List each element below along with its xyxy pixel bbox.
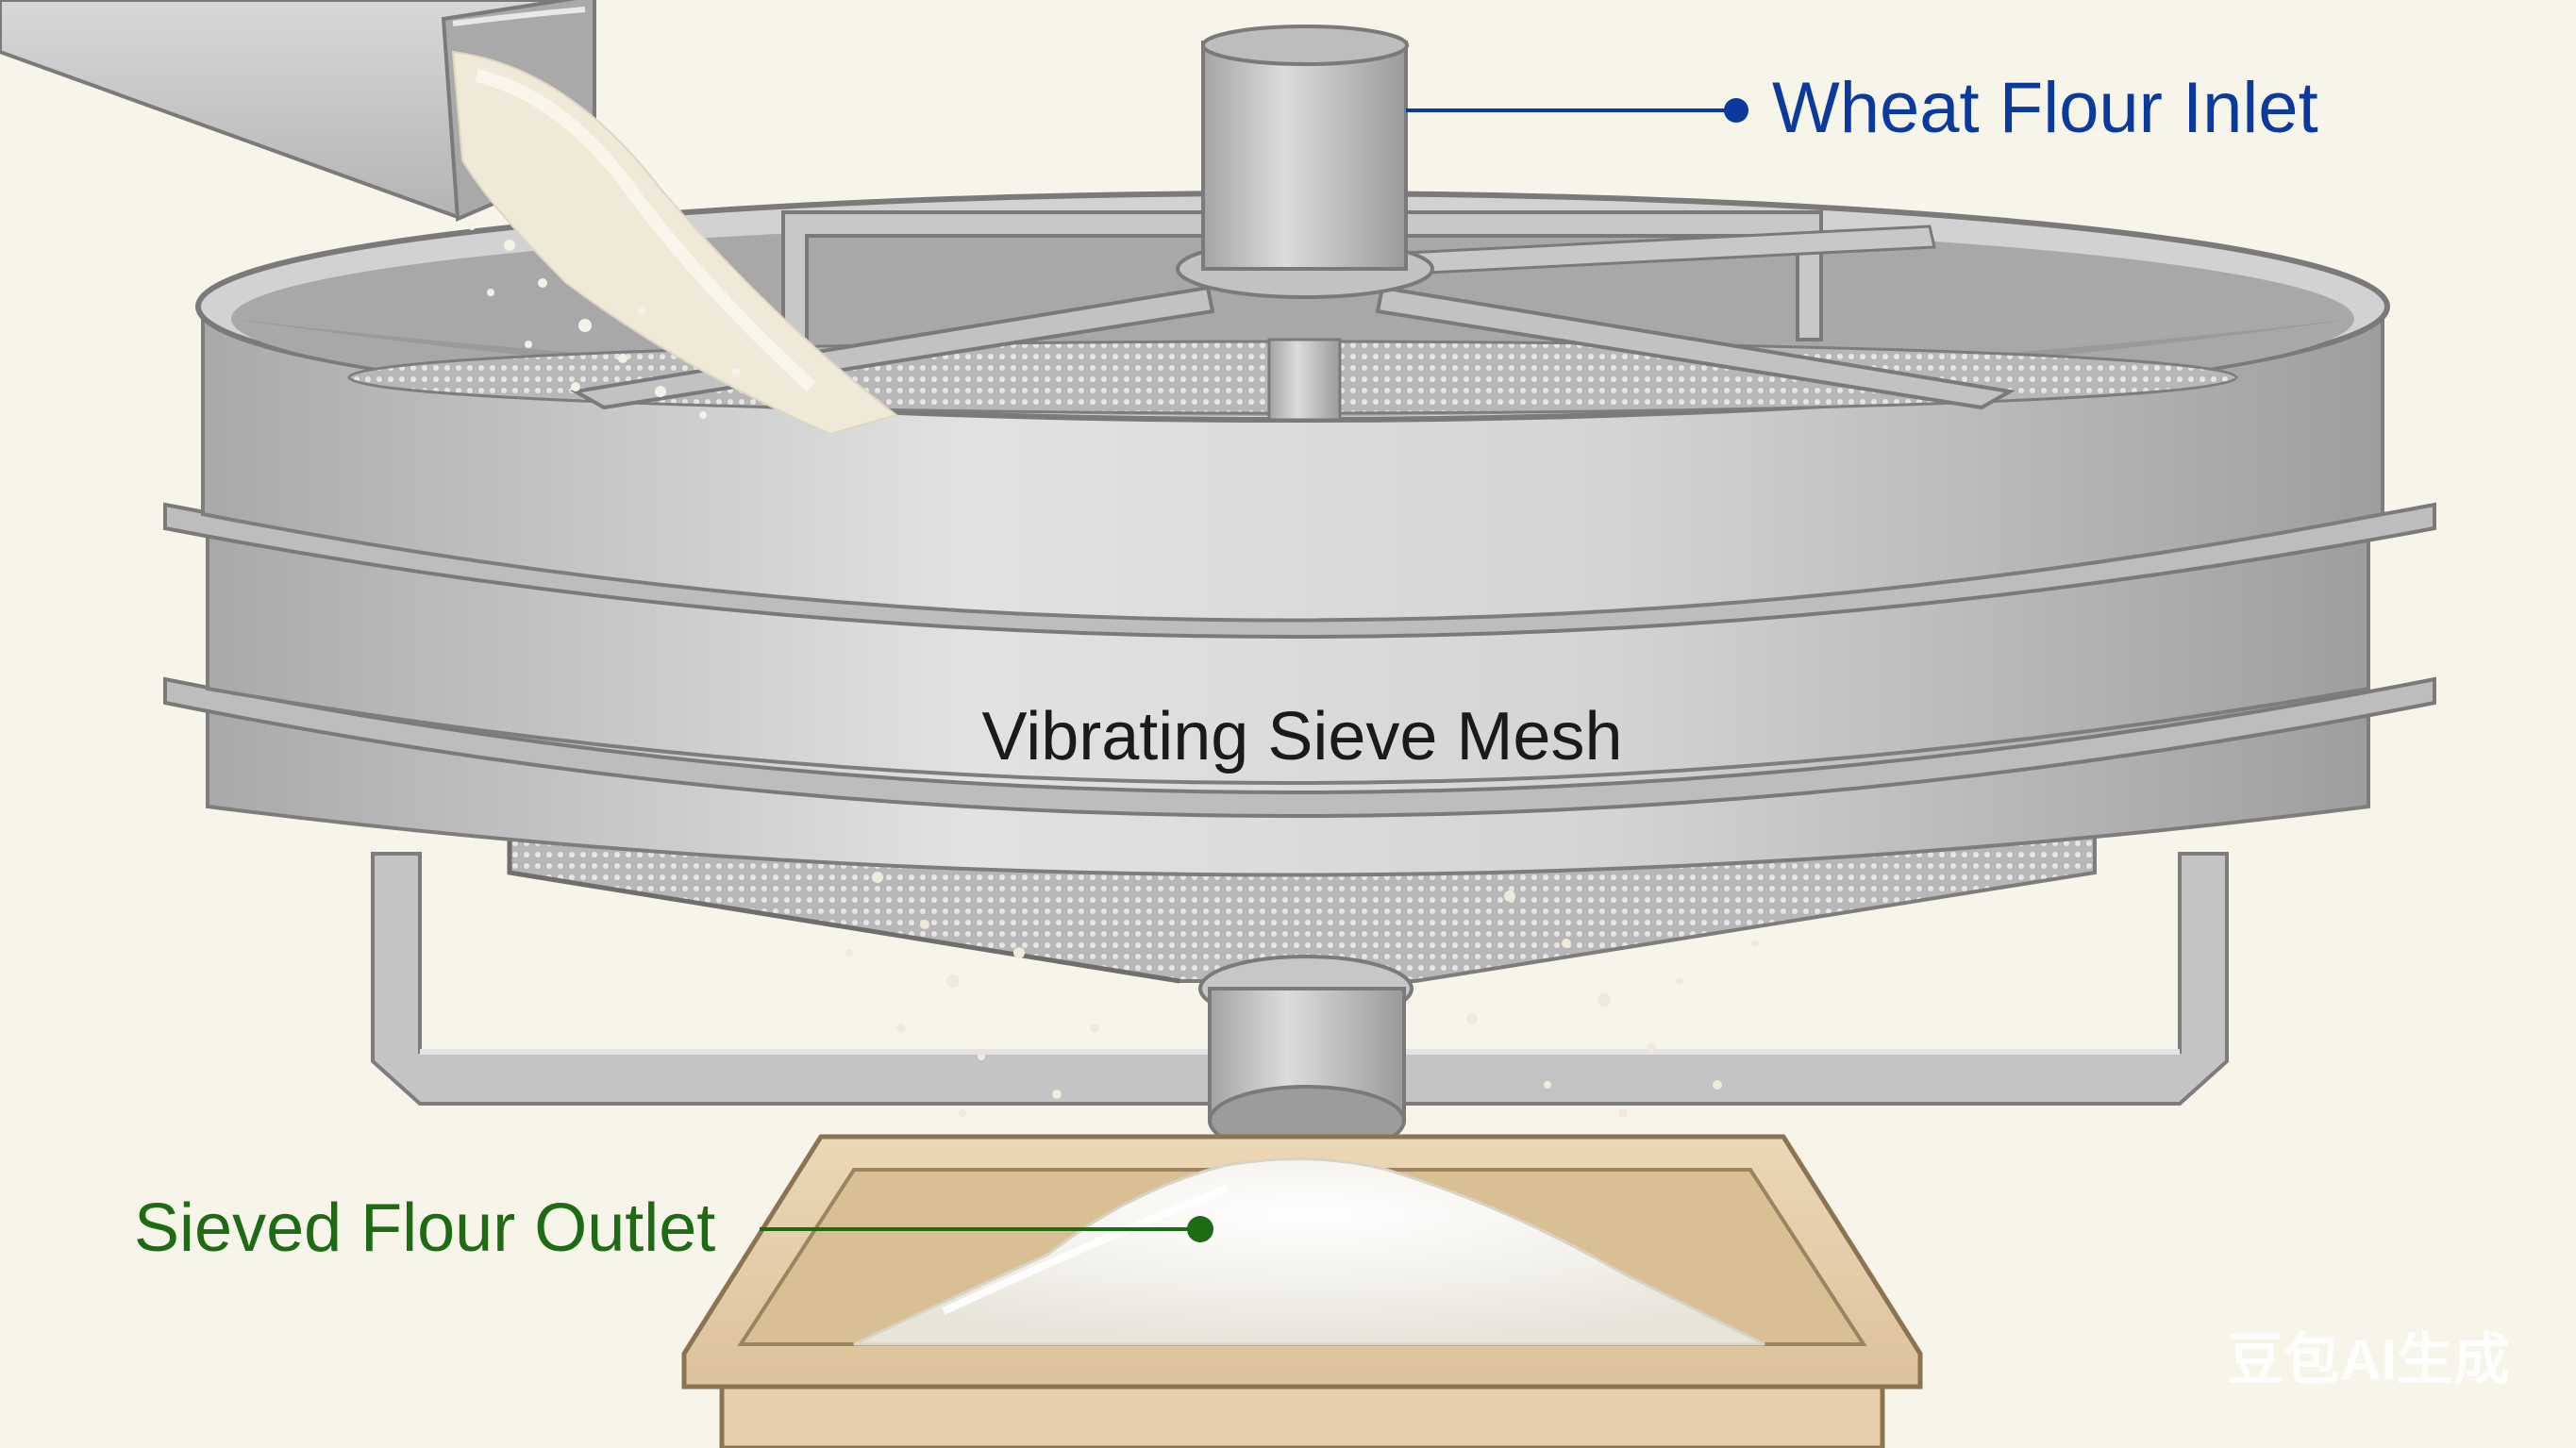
mesh-label: Vibrating Sieve Mesh [981,699,1622,774]
flour-particles [845,872,1759,1118]
inlet-leader [1406,98,1748,123]
watermark: 豆包AI生成 [2227,1328,2510,1391]
flour-pile [853,1157,1765,1346]
inlet-label: Wheat Flour Inlet [1772,68,2318,148]
flour-stream [451,50,899,436]
inlet-column [1176,25,1434,299]
inlet-marker-dot [1724,98,1748,123]
outlet-leader [760,1216,1213,1242]
outlet-label: Sieved Flour Outlet [134,1190,715,1266]
outlet-marker-dot [1187,1216,1213,1242]
outlet-pipe [1198,955,1413,1157]
